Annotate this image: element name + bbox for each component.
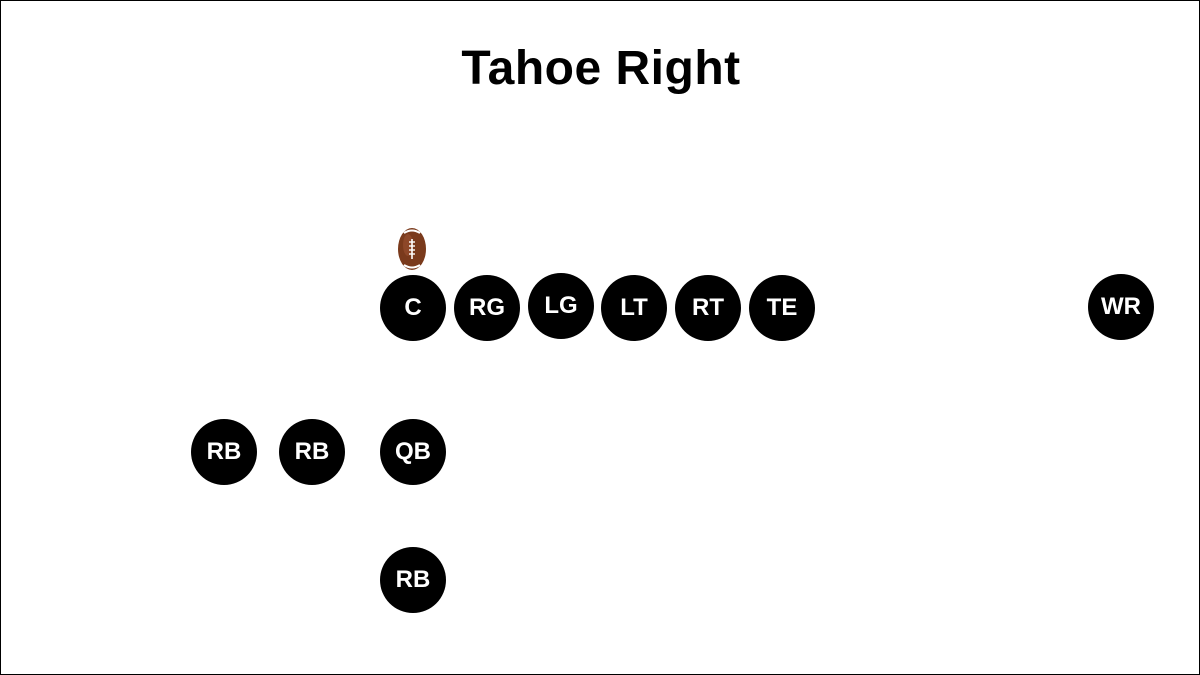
player-tight-end: TE — [749, 275, 815, 341]
player-left-tackle: LT — [601, 275, 667, 341]
player-left-guard: LG — [528, 273, 594, 339]
player-running-back-far-left: RB — [191, 419, 257, 485]
play-title: Tahoe Right — [461, 42, 741, 95]
football-icon — [398, 228, 426, 270]
player-running-back-left: RB — [279, 419, 345, 485]
player-running-back-deep: RB — [380, 547, 446, 613]
player-center: C — [380, 275, 446, 341]
player-right-guard: RG — [454, 275, 520, 341]
player-wide-receiver: WR — [1088, 274, 1154, 340]
player-quarterback: QB — [380, 419, 446, 485]
player-right-tackle: RT — [675, 275, 741, 341]
